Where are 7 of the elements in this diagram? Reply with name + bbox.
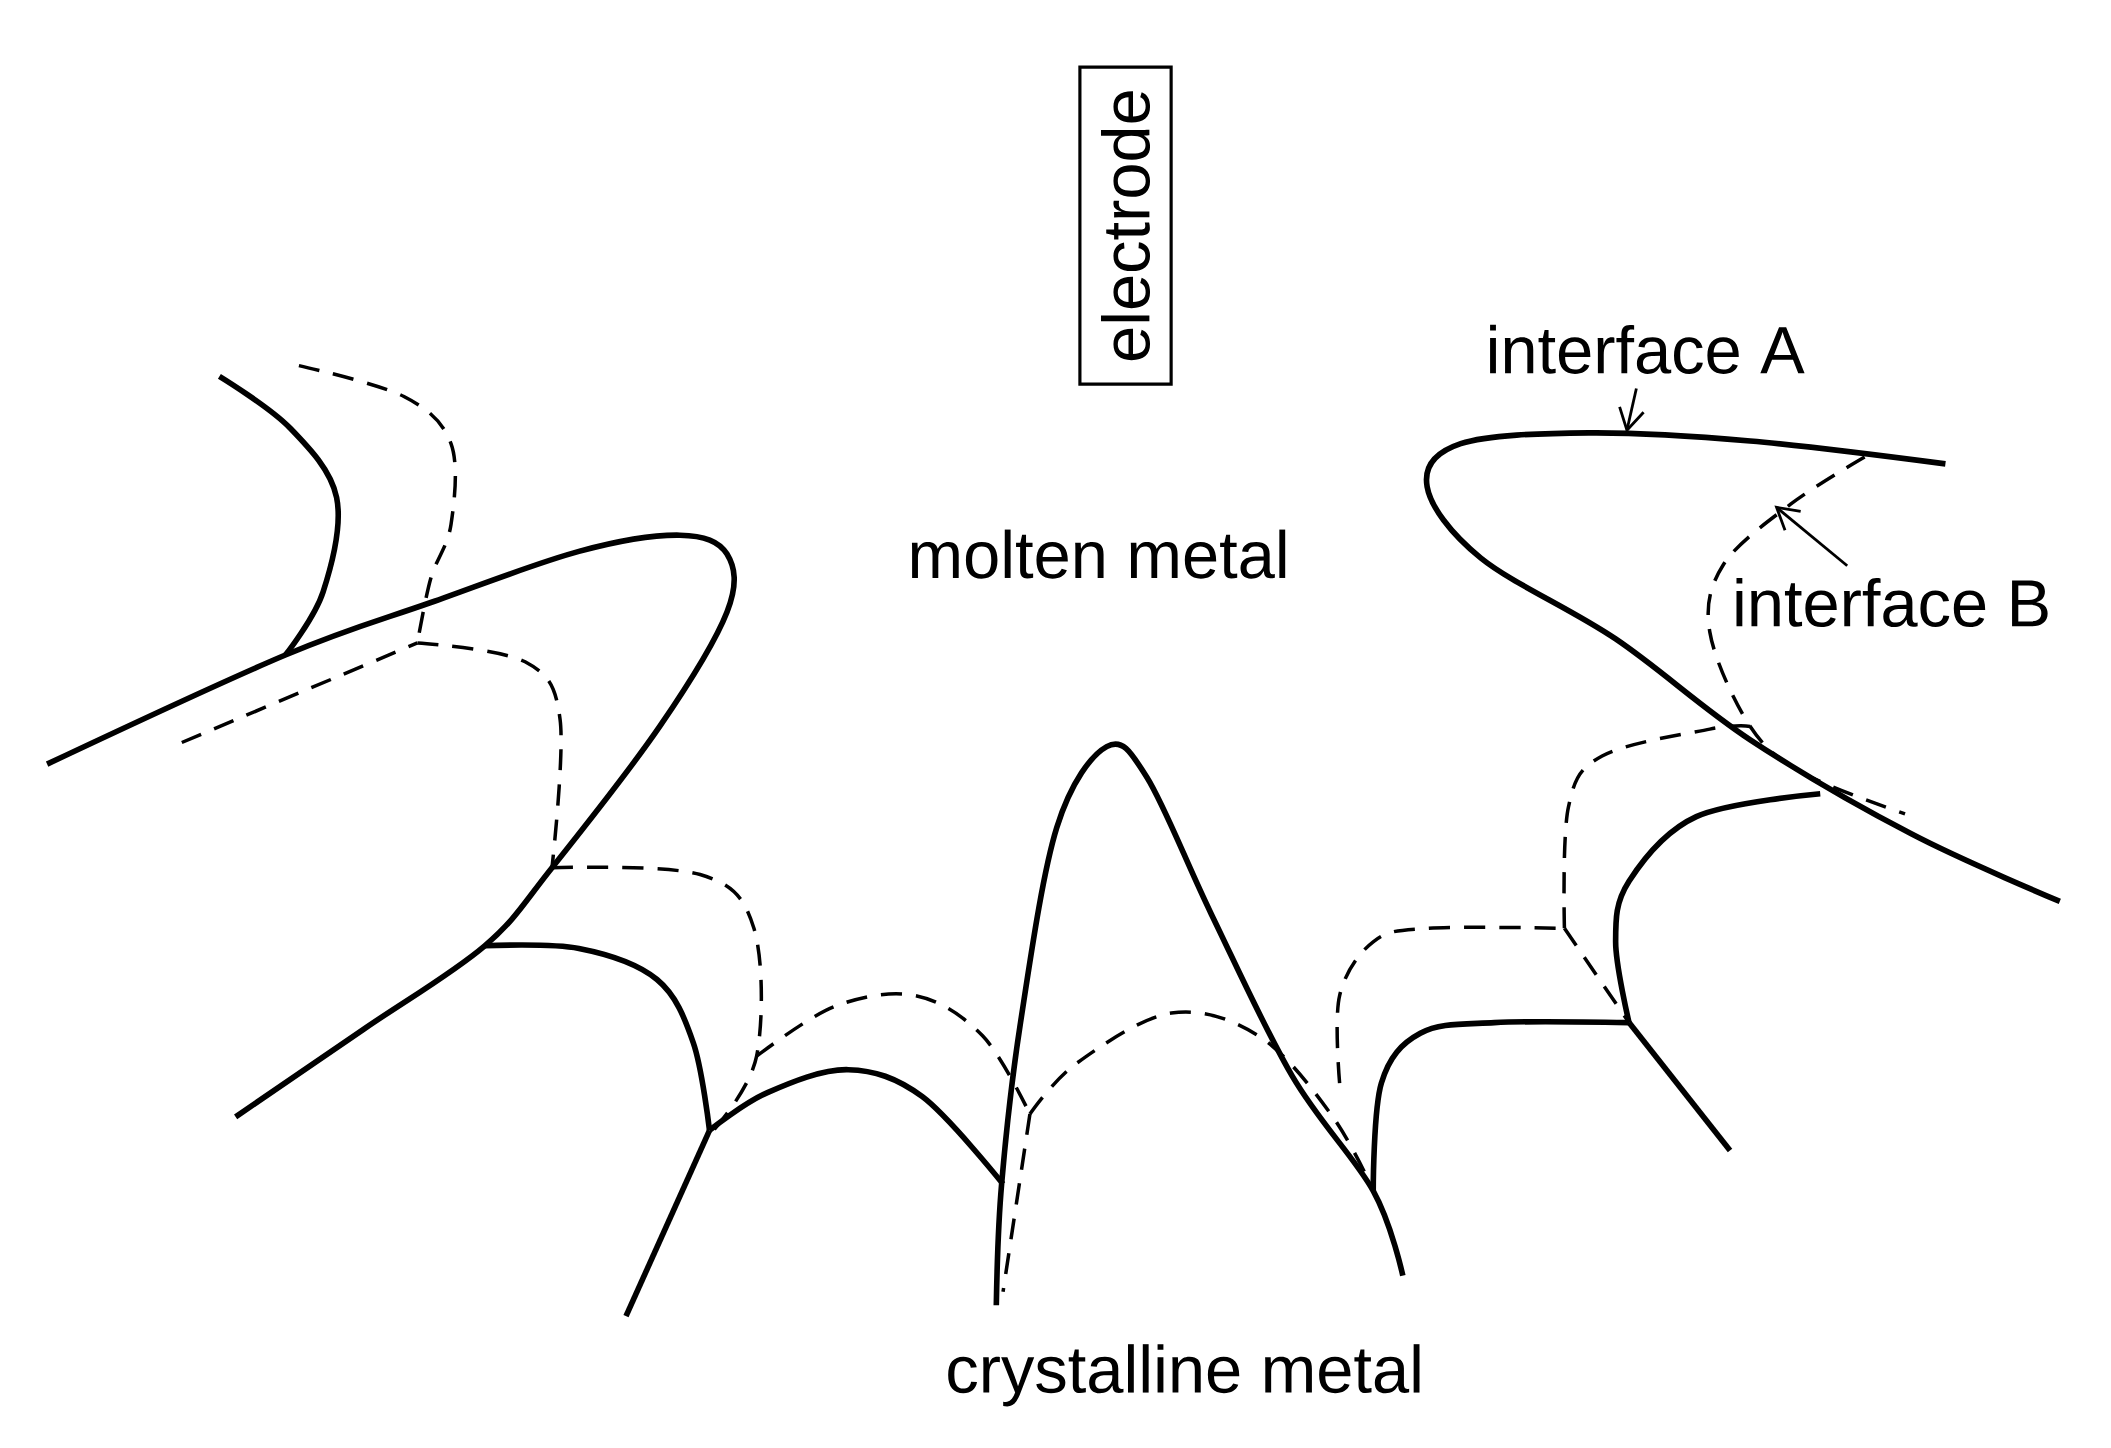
interface-label: interface B <box>1736 577 2048 628</box>
leader-line <box>1618 388 1645 433</box>
interface-label: interface A <box>1490 324 1805 374</box>
region-label: crystalline metal <box>948 1344 1420 1407</box>
region-label: molten metal <box>911 529 1286 579</box>
electrode-box: electrode <box>1078 65 1173 386</box>
leader-line <box>1774 505 1849 567</box>
